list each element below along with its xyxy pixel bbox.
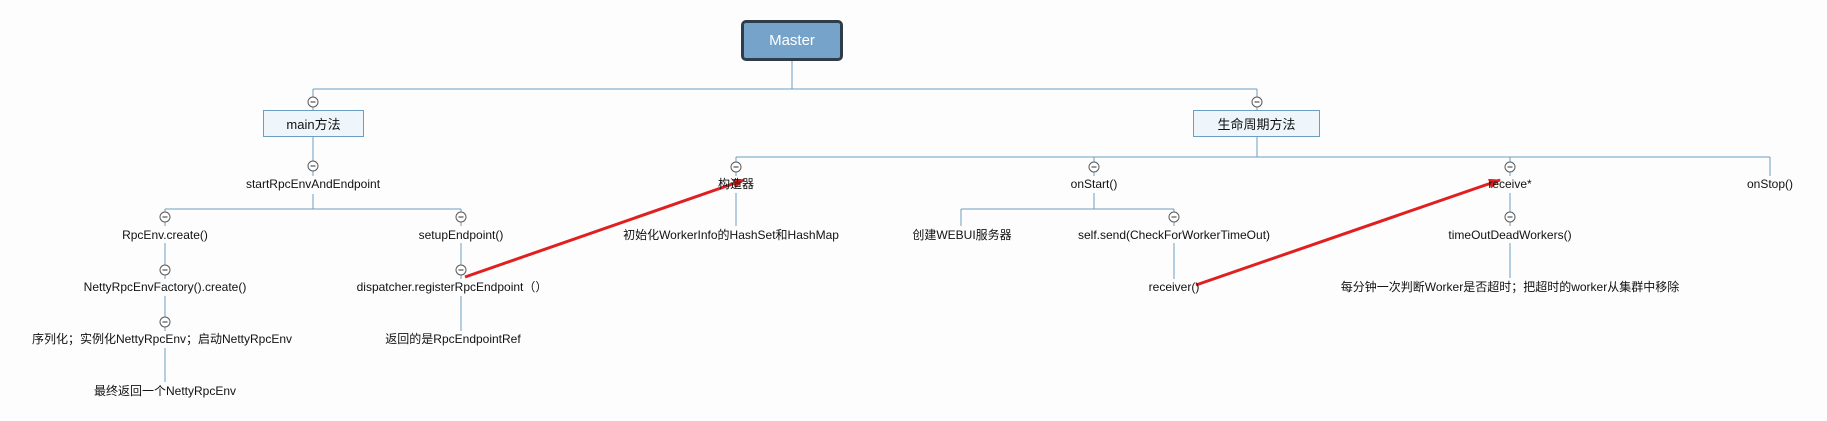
node-dispatcher-register-rpc-endpoint[interactable]: dispatcher.registerRpcEndpoint（） bbox=[356, 280, 548, 294]
topic-main-method[interactable]: main方法 bbox=[263, 110, 364, 137]
node-self-send-check-timeout[interactable]: self.send(CheckForWorkerTimeOut) bbox=[1077, 228, 1271, 242]
node-rpcenv-create[interactable]: RpcEnv.create() bbox=[122, 228, 208, 242]
collapse-toggle-icon[interactable] bbox=[307, 160, 319, 172]
collapse-toggle-icon[interactable] bbox=[730, 161, 742, 173]
topic-lifecycle-methods-label: 生命周期方法 bbox=[1217, 117, 1296, 132]
node-check-worker-timeout-minutely[interactable]: 每分钟一次判断Worker是否超时；把超时的worker从集群中移除 bbox=[1340, 280, 1680, 294]
node-return-netty-rpcenv[interactable]: 最终返回一个NettyRpcEnv bbox=[93, 384, 237, 398]
node-returns-rpc-endpoint-ref[interactable]: 返回的是RpcEndpointRef bbox=[385, 332, 521, 346]
collapse-toggle-icon[interactable] bbox=[1168, 211, 1180, 223]
annotation-arrow-to-constructor bbox=[464, 178, 745, 279]
node-receive[interactable]: receive* bbox=[1488, 177, 1532, 191]
collapse-toggle-icon[interactable] bbox=[159, 211, 171, 223]
collapse-toggle-icon[interactable] bbox=[455, 264, 467, 276]
node-netty-rpcenv-factory-create[interactable]: NettyRpcEnvFactory().create() bbox=[83, 280, 247, 294]
root-node-master[interactable]: Master bbox=[741, 20, 843, 61]
node-serialize-instantiate-start[interactable]: 序列化；实例化NettyRpcEnv；启动NettyRpcEnv bbox=[31, 332, 293, 346]
node-setup-endpoint[interactable]: setupEndpoint() bbox=[418, 228, 504, 242]
node-start-rpc-env-and-endpoint[interactable]: startRpcEnvAndEndpoint bbox=[245, 177, 381, 191]
node-timeout-dead-workers[interactable]: timeOutDeadWorkers() bbox=[1448, 228, 1572, 242]
collapse-toggle-icon[interactable] bbox=[1251, 96, 1263, 108]
node-on-stop[interactable]: onStop() bbox=[1746, 177, 1794, 191]
collapse-toggle-icon[interactable] bbox=[159, 264, 171, 276]
node-init-workerinfo-collections[interactable]: 初始化WorkerInfo的HashSet和HashMap bbox=[623, 228, 839, 242]
annotation-arrow-to-receive bbox=[1195, 178, 1501, 287]
node-receiver[interactable]: receiver() bbox=[1148, 280, 1200, 294]
collapse-toggle-icon[interactable] bbox=[1504, 161, 1516, 173]
collapse-toggle-icon[interactable] bbox=[159, 316, 171, 328]
collapse-toggle-icon[interactable] bbox=[455, 211, 467, 223]
node-create-webui-server[interactable]: 创建WEBUI服务器 bbox=[912, 228, 1012, 242]
topic-lifecycle-methods[interactable]: 生命周期方法 bbox=[1193, 110, 1320, 137]
root-node-label: Master bbox=[769, 32, 815, 49]
node-constructor[interactable]: 构造器 bbox=[717, 177, 755, 191]
topic-main-method-label: main方法 bbox=[286, 117, 341, 132]
node-on-start[interactable]: onStart() bbox=[1070, 177, 1118, 191]
collapse-toggle-icon[interactable] bbox=[1088, 161, 1100, 173]
collapse-toggle-icon[interactable] bbox=[1504, 211, 1516, 223]
collapse-toggle-icon[interactable] bbox=[307, 96, 319, 108]
